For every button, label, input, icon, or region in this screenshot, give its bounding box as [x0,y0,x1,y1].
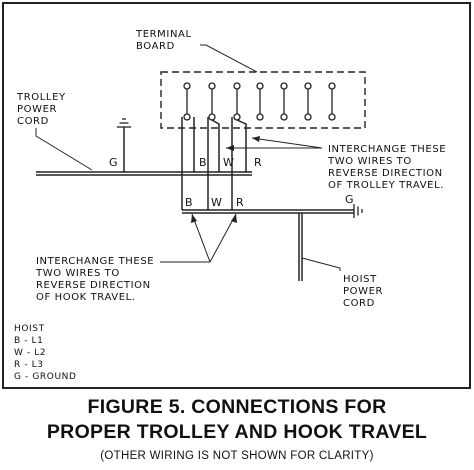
terminal-board [160,71,366,129]
hoist-cord-label-1: HOIST [343,274,377,285]
wiring-diagram: TERMINAL BOARD TROLLEY POWER CORD G B W … [2,2,471,389]
trolley-wire-label-b: B [199,156,207,169]
trolley-wire-label-g: G [109,156,118,169]
legend-item-w: W - L2 [14,348,46,358]
hoist-cord-label-3: CORD [343,298,375,309]
trolley-wire-label-w: W [223,156,234,169]
trolley-note-3: REVERSE DIRECTION [328,168,443,179]
terminal-board-label-1: TERMINAL [135,29,192,40]
arrowhead [252,136,260,142]
trolley-note-4: OF TROLLEY TRAVEL. [328,180,444,191]
hoist-cord-label-2: POWER [343,286,383,297]
arrowhead [226,145,234,151]
figure-caption-line-2: PROPER TROLLEY AND HOOK TRAVEL [46,421,428,443]
legend-title: HOIST [14,324,45,334]
ground-icon [353,204,363,218]
hoist-wire-label-g: G [345,193,354,206]
hook-note-1: INTERCHANGE THESE [36,256,154,267]
terminal-posts [183,82,336,121]
legend-item-b: B - L1 [14,336,43,346]
legend-item-g: G - GROUND [14,372,77,382]
hoist-power-cord [181,117,354,281]
terminal-board-label-2: BOARD [136,41,175,52]
hook-note-2: TWO WIRES TO [35,268,120,279]
trolley-cord-leader [35,128,93,171]
arrowhead [191,214,197,223]
diagram-frame [2,2,471,389]
trolley-note-2: TWO WIRES TO [327,156,412,167]
trolley-power-cord [36,117,252,176]
hoist-wire-label-w: W [211,196,222,209]
trolley-note-1: INTERCHANGE THESE [328,144,446,155]
hoist-wire-label-b: B [185,196,193,209]
hoist-cord-leader [301,257,341,271]
trolley-cord-label-2: POWER [17,104,57,115]
ground-icon [117,118,131,128]
terminal-board-leader [200,44,258,73]
figure-caption-line-1: FIGURE 5. CONNECTIONS FOR [87,396,387,418]
hoist-wire-label-r: R [236,196,244,209]
trolley-cord-label-1: TROLLEY [16,92,66,103]
arrowhead [231,214,237,223]
trolley-cord-label-3: CORD [17,116,49,127]
hook-note-leaders [160,213,237,263]
hook-note-4: OF HOOK TRAVEL. [36,292,136,303]
figure-caption-note: (OTHER WIRING IS NOT SHOWN FOR CLARITY) [100,450,374,462]
legend-item-r: R - L3 [14,360,44,370]
trolley-wire-label-r: R [254,156,262,169]
trolley-note-leaders [226,137,323,149]
hook-note-3: REVERSE DIRECTION [36,280,151,291]
